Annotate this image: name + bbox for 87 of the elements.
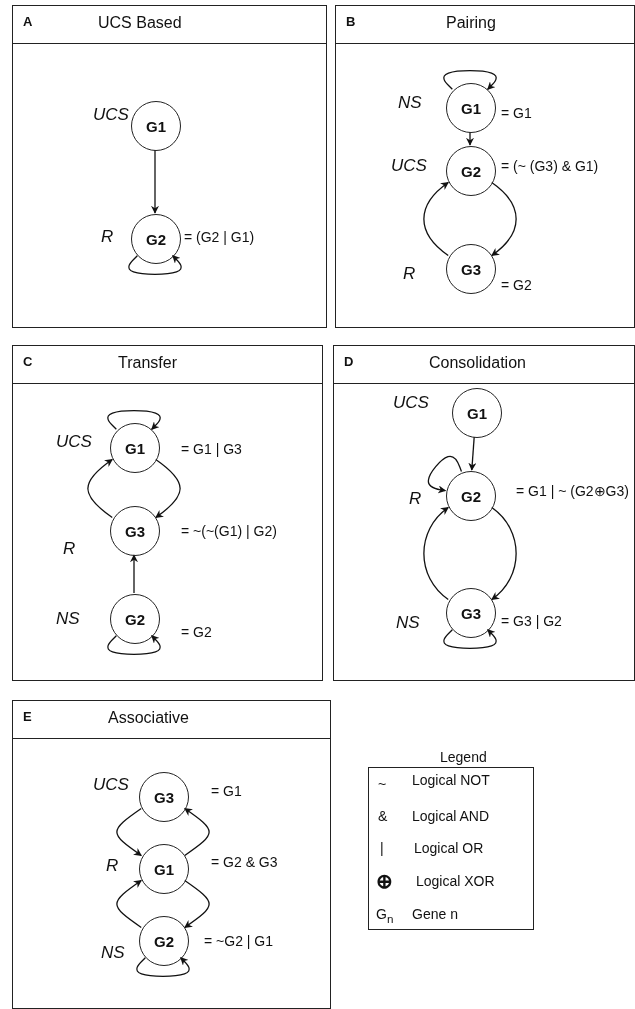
equation-label: = (~ (G3) & G1): [501, 158, 599, 174]
equation-label: = G1: [211, 783, 242, 799]
arrow: [116, 879, 142, 929]
panel-letter: A: [23, 14, 33, 29]
arrow: [466, 131, 474, 146]
arrow: [136, 957, 190, 977]
role-label: R: [106, 856, 119, 876]
arrow: [184, 807, 210, 857]
panel-frame: [12, 345, 323, 681]
arrow: [423, 506, 449, 601]
arrow: [491, 506, 517, 601]
gene-node: G1: [110, 423, 160, 473]
panel-letter: C: [23, 354, 33, 369]
arrow: [87, 458, 113, 519]
arrow: [468, 436, 477, 471]
panel-frame: [12, 700, 331, 1009]
panel-title: Transfer: [118, 354, 177, 372]
arrow: [443, 70, 497, 90]
legend-symbol: ⊕: [376, 873, 393, 889]
legend-symbol: |: [380, 840, 384, 856]
gene-node: G1: [446, 83, 496, 133]
equation-label: = G1 | ~ (G2⊕G3): [516, 483, 630, 499]
role-label: NS: [56, 609, 80, 629]
role-label: UCS: [391, 156, 427, 176]
arrow: [151, 149, 159, 214]
equation-label: = G3 | G2: [501, 613, 562, 629]
role-label: UCS: [393, 393, 429, 413]
arrow: [184, 879, 210, 929]
role-label: NS: [101, 943, 125, 963]
legend-symbol: ~: [378, 776, 387, 792]
arrow: [491, 181, 517, 257]
legend-title: Legend: [440, 749, 487, 765]
panel-letter: D: [344, 354, 354, 369]
role-label: UCS: [93, 105, 129, 125]
gene-node: G1: [452, 388, 502, 438]
equation-label: = G2: [181, 624, 212, 640]
equation-label: = (G2 | G1): [184, 229, 255, 245]
equation-label: = G1: [501, 105, 532, 121]
role-label: R: [101, 227, 114, 247]
panel-title: Associative: [108, 709, 189, 727]
gene-node: G1: [131, 101, 181, 151]
equation-label: = G2 & G3: [211, 854, 278, 870]
gene-node: G3: [446, 244, 496, 294]
legend-text: Logical OR: [414, 840, 484, 856]
role-label: UCS: [56, 432, 92, 452]
role-label: R: [63, 539, 76, 559]
legend-symbol: &: [378, 808, 388, 824]
panel-letter: B: [346, 14, 356, 29]
equation-label: = ~(~(G1) | G2): [181, 523, 277, 539]
equation-label: = ~G2 | G1: [204, 933, 273, 949]
legend-text: Logical NOT: [412, 772, 490, 788]
arrow: [427, 455, 463, 494]
arrow: [155, 458, 181, 519]
legend-symbol: G$_{n}$: [376, 906, 394, 925]
panel-frame: [12, 5, 327, 328]
arrow: [107, 410, 161, 430]
role-label: R: [403, 264, 416, 284]
arrow: [423, 181, 449, 257]
gene-node: G2: [139, 916, 189, 966]
gene-node: G2: [110, 594, 160, 644]
panel-frame: [333, 345, 635, 681]
role-label: R: [409, 489, 422, 509]
arrow: [107, 635, 161, 655]
gene-node: G2: [131, 214, 181, 264]
arrow: [443, 629, 497, 649]
role-label: NS: [398, 93, 422, 113]
arrow: [116, 807, 142, 857]
legend-text: Logical AND: [412, 808, 490, 824]
role-label: UCS: [93, 775, 129, 795]
equation-label: = G1 | G3: [181, 441, 242, 457]
panel-title: Pairing: [446, 14, 496, 32]
role-label: NS: [396, 613, 420, 633]
gene-node: G3: [446, 588, 496, 638]
gene-node: G1: [139, 844, 189, 894]
equation-label: = G2: [501, 277, 532, 293]
gene-node: G2: [446, 146, 496, 196]
gene-node: G2: [446, 471, 496, 521]
panel-frame: [335, 5, 635, 328]
gene-node: G3: [110, 506, 160, 556]
gene-node: G3: [139, 772, 189, 822]
legend-text: Logical XOR: [416, 873, 495, 889]
arrow: [130, 554, 138, 594]
legend-text: Gene n: [412, 906, 458, 922]
panel-title: Consolidation: [429, 354, 526, 372]
panel-title: UCS Based: [98, 14, 182, 32]
panel-letter: E: [23, 709, 32, 724]
arrow: [128, 255, 182, 275]
